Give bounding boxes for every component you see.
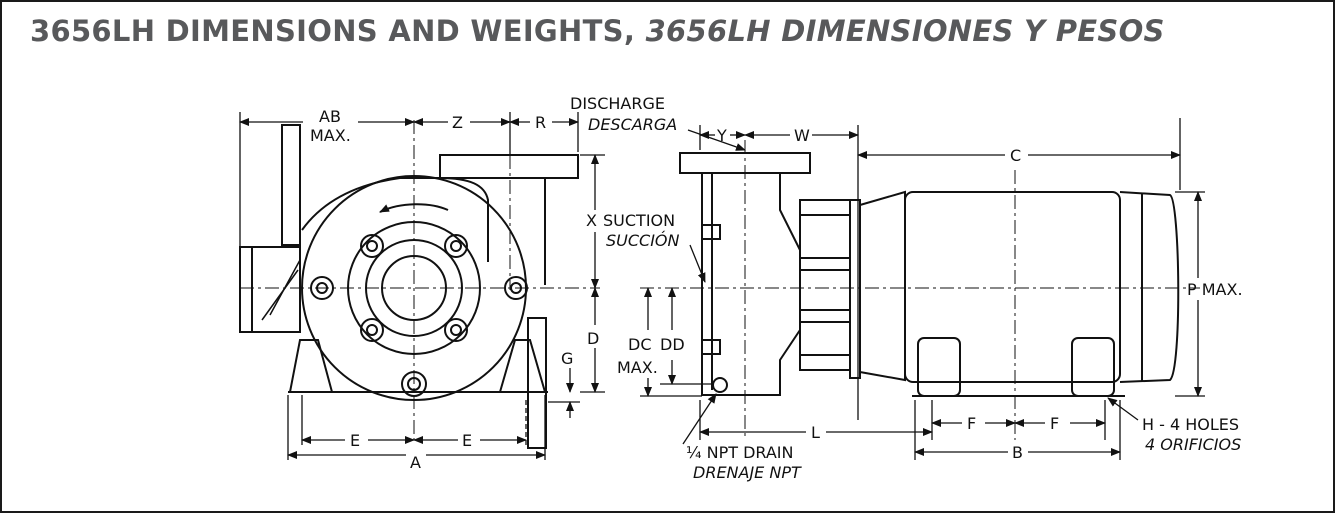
label-p-max: P MAX. [1187, 280, 1243, 299]
label-drenaje: DRENAJE NPT [693, 463, 802, 482]
label-dc: DC [628, 335, 652, 354]
label-e-right: E [462, 431, 472, 450]
motor-body [904, 191, 1121, 383]
label-ab-max: MAX. [310, 126, 351, 145]
label-y: Y [716, 126, 727, 145]
motor-adapter [799, 199, 851, 371]
label-b: B [1012, 443, 1023, 462]
label-a: A [410, 453, 421, 472]
label-d: D [587, 329, 599, 348]
label-suction: SUCTION [603, 211, 675, 230]
label-orificios: 4 ORIFICIOS [1145, 435, 1241, 454]
side-dimension-lines [640, 118, 1205, 460]
label-g: G [561, 349, 573, 368]
diagram-title: 3656LH DIMENSIONS AND WEIGHTS, 3656LH DI… [30, 14, 1165, 48]
label-z: Z [452, 113, 463, 132]
front-view [239, 124, 579, 449]
side-view [679, 152, 1180, 397]
label-w: W [794, 126, 810, 145]
label-holes: H - 4 HOLES [1142, 415, 1239, 434]
motor-end-box [239, 246, 301, 333]
label-succion: SUCCIÓN [606, 231, 680, 250]
side-volute-casing [701, 172, 801, 396]
label-dd: DD [660, 335, 685, 354]
label-f-right: F [1050, 414, 1059, 433]
title-spanish: 3656LH DIMENSIONES Y PESOS [645, 14, 1165, 48]
label-l: L [811, 423, 820, 442]
label-r: R [535, 113, 546, 132]
label-c: C [1010, 146, 1021, 165]
label-descarga: DESCARGA [588, 115, 677, 134]
label-x: X [586, 211, 597, 230]
label-f-left: F [967, 414, 976, 433]
label-drain: ¼ NPT DRAIN [686, 443, 794, 462]
label-dc-max: MAX. [617, 358, 658, 377]
title-english: 3656LH DIMENSIONS AND WEIGHTS, [30, 14, 636, 48]
label-ab: AB [319, 107, 341, 126]
label-discharge: DISCHARGE [570, 94, 665, 113]
label-e-left: E [350, 431, 360, 450]
discharge-flange [439, 154, 579, 179]
front-dimension-lines [239, 112, 605, 460]
